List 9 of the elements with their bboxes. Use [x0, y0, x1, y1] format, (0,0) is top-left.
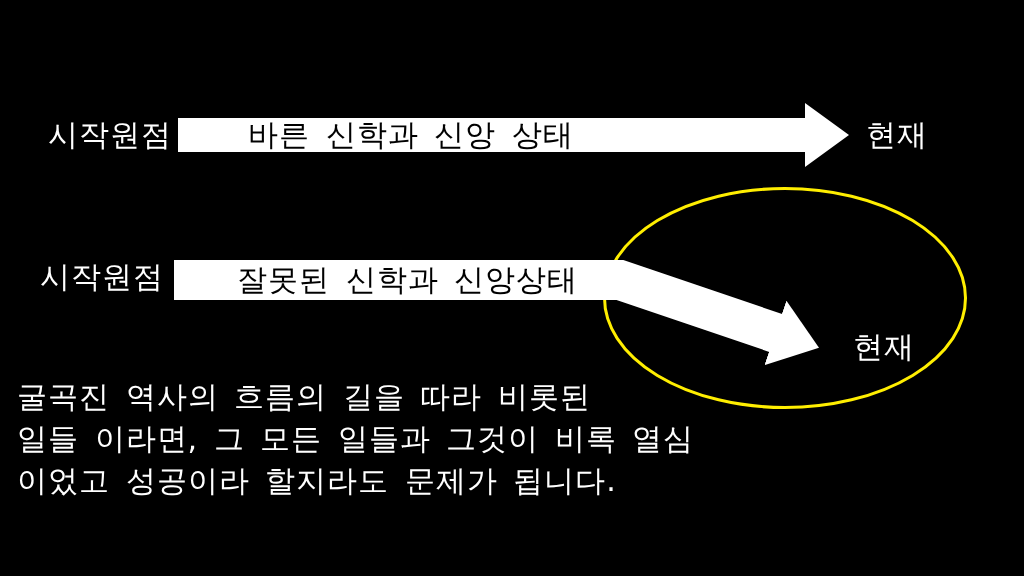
block-arrow	[174, 260, 819, 366]
node-label: 현재	[866, 117, 928, 153]
arrow-label: 잘못된 신학과 신앙상태	[237, 262, 579, 298]
paragraph: 굴곡진 역사의 흐름의 길을 따라 비롯된 일들 이라면, 그 모든 일들과 그것이 비록 열심 이었고 성공이라 할지라도 문제가 됩니다.	[17, 378, 695, 500]
node-label: 시작원점	[48, 117, 172, 153]
node-label: 시작원점	[40, 259, 164, 295]
arrow-label: 바른 신학과 신앙 상태	[248, 117, 574, 153]
node-label: 현재	[853, 329, 915, 365]
block-arrow	[178, 103, 849, 167]
